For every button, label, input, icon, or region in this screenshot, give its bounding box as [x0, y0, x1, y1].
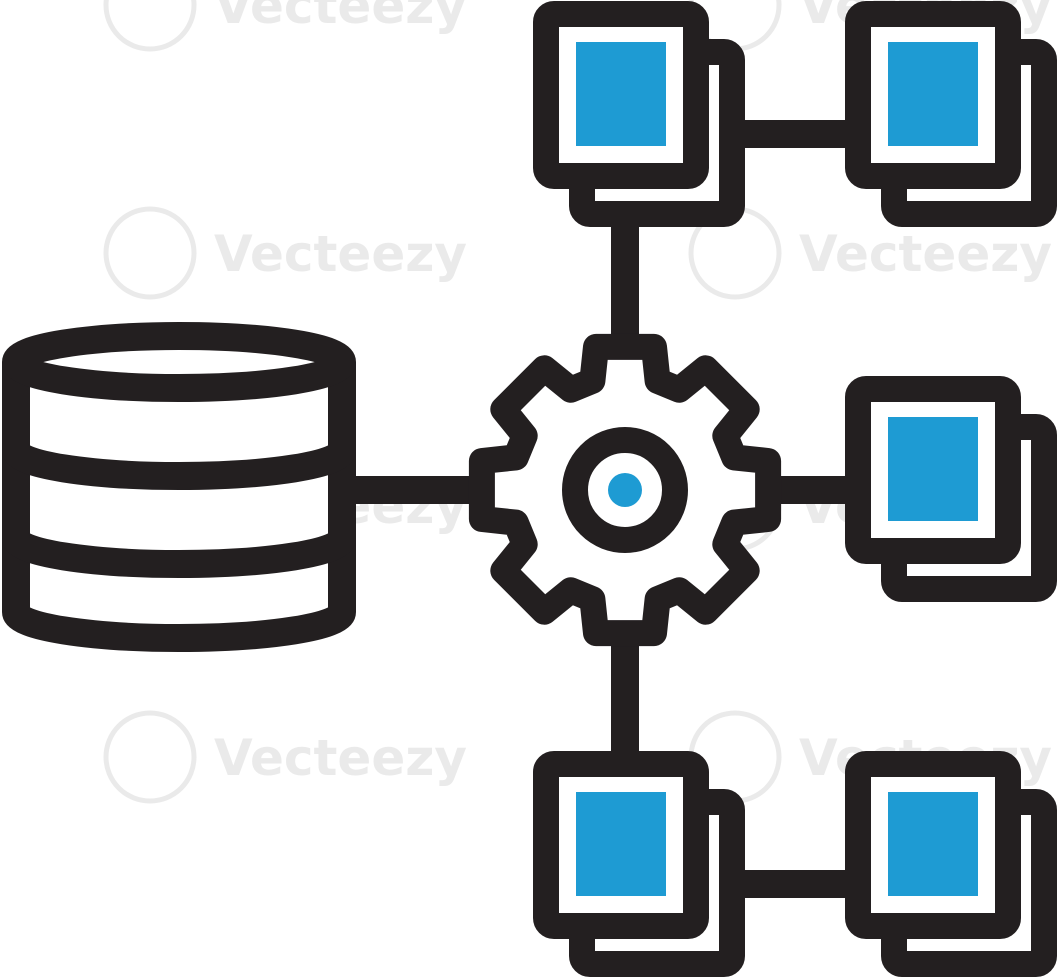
watermark-logo-icon — [103, 0, 197, 52]
watermark: Vecteezy — [103, 710, 467, 804]
watermark-logo-icon — [103, 206, 197, 300]
watermark-logo-icon — [103, 710, 197, 804]
database-icon — [2, 322, 356, 652]
database-ring-2 — [2, 531, 356, 578]
document-icon-bottom-left — [533, 751, 745, 977]
document-accent-block — [888, 417, 978, 521]
database-body — [2, 362, 356, 652]
database-top — [2, 322, 356, 402]
gear-center-dot — [608, 473, 642, 507]
watermark: Vecteezy — [103, 0, 467, 52]
database-ring-1 — [2, 443, 356, 490]
document-accent-block — [888, 42, 978, 146]
gear-icon — [468, 333, 782, 647]
document-icon-bottom-right — [845, 751, 1057, 977]
watermark-text: Vecteezy — [214, 729, 467, 787]
document-group — [533, 1, 1057, 977]
watermark: Vecteezy — [103, 206, 467, 300]
document-icon-top-left — [533, 1, 745, 227]
document-accent-block — [888, 792, 978, 896]
watermark-text: Vecteezy — [214, 0, 467, 35]
connector-lines — [345, 120, 850, 898]
document-accent-block — [576, 792, 666, 896]
document-icon-top-right — [845, 1, 1057, 227]
watermark-text: Vecteezy — [799, 225, 1052, 283]
document-icon-middle-right — [845, 376, 1057, 602]
watermark-text: Vecteezy — [214, 225, 467, 283]
document-accent-block — [576, 42, 666, 146]
